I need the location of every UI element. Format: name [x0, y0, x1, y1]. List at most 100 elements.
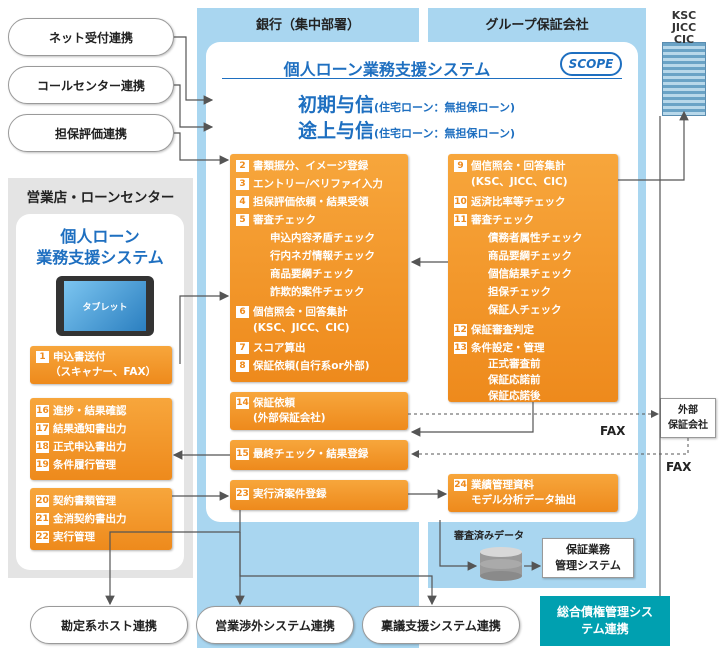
num-4: 4	[236, 196, 249, 208]
item-11-sub-5: 保証人チェック	[488, 304, 562, 316]
tablet-screen: タブレット	[64, 281, 146, 331]
tablet-device: タブレット	[56, 276, 154, 336]
item-9-text: 個信照会・回答集計	[471, 160, 566, 172]
hosho-line-1: 保証業務	[566, 543, 610, 556]
interim-credit-main: 途上与信	[298, 120, 375, 142]
title-rule	[222, 78, 622, 79]
item-11-sub-3: 個信結果チェック	[488, 268, 572, 280]
item-22-text: 実行管理	[53, 531, 95, 543]
group-header: グループ保証会社	[485, 18, 589, 33]
db-label: 審査済みデータ	[454, 531, 524, 542]
ksc-label-1: KSC	[671, 9, 697, 22]
item-11-sub-1: 債務者属性チェック	[488, 232, 583, 244]
num-13: 13	[454, 342, 467, 354]
item-5-text: 審査チェック	[253, 214, 316, 226]
num-22: 22	[36, 531, 49, 543]
item-14-cont: (外部保証会社)	[253, 412, 326, 424]
item-9-cont: (KSC、JICC、CIC)	[471, 176, 568, 188]
ksc-building: KSC JICC CIC	[654, 8, 714, 116]
item-24-text: 業績管理資料	[471, 479, 534, 491]
branch-system-title-2: 業務支援システム	[36, 248, 164, 267]
outside-guarantor-1: 外部	[678, 405, 698, 416]
item-2-text: 書類振分、イメージ登録	[253, 160, 369, 172]
num-16: 16	[36, 405, 49, 417]
box-9-13: 9 個信照会・回答集計 (KSC、JICC、CIC) 10 返済比率等チェック 11…	[448, 154, 618, 402]
item-10-text: 返済比率等チェック	[471, 196, 566, 208]
item-11-text: 審査チェック	[471, 214, 534, 226]
branch-system-title-1: 個人ローン	[60, 227, 140, 246]
ksc-label-3: CIC	[673, 33, 695, 46]
item-13-sub-3: 保証応諾後	[488, 390, 541, 402]
num-1: 1	[36, 351, 49, 363]
sogo-system-box: 総合債権管理システム連携	[540, 596, 670, 646]
num-3: 3	[236, 178, 249, 190]
initial-credit-sub: (住宅ローン：無担保ローン)	[374, 101, 515, 114]
ksc-label: KSC JICC CIC	[654, 10, 714, 46]
item-8-text: 保証依頼(自行系or外部)	[253, 360, 370, 372]
item-18-text: 正式申込書出力	[53, 441, 127, 453]
initial-credit-line: 初期与信(住宅ローン：無担保ローン)	[298, 90, 515, 117]
num-21: 21	[36, 513, 49, 525]
num-18: 18	[36, 441, 49, 453]
item-15-text: 最終チェック・結果登録	[253, 448, 369, 460]
interim-credit-sub: (住宅ローン：無担保ローン)	[374, 127, 515, 140]
item-1-text: 申込書送付	[53, 351, 106, 363]
database-icon-svg	[480, 547, 522, 581]
item-5-sub-2: 行内ネガ情報チェック	[270, 250, 375, 262]
num-9: 9	[454, 160, 467, 172]
call-center-link-pill: コールセンター連携	[8, 66, 174, 104]
item-5-sub-1: 申込内容矛盾チェック	[270, 232, 375, 244]
interim-credit-line: 途上与信(住宅ローン：無担保ローン)	[298, 116, 515, 143]
item-14-text: 保証依頼	[253, 397, 295, 409]
num-8: 8	[236, 360, 249, 372]
item-13-text: 条件設定・管理	[471, 342, 545, 354]
num-11: 11	[454, 214, 467, 226]
item-11-sub-4: 担保チェック	[488, 286, 551, 298]
item-3-text: エントリー/ベリファイ入力	[253, 178, 383, 190]
item-11-sub-2: 商品要綱チェック	[488, 250, 572, 262]
item-5-sub-4: 詐欺的案件チェック	[270, 286, 365, 298]
num-10: 10	[454, 196, 467, 208]
initial-credit-main: 初期与信	[298, 94, 375, 116]
sogo-system-label: 総合債権管理システム連携	[556, 605, 653, 636]
eigyo-system-pill: 営業渉外システム連携	[196, 606, 354, 644]
item-24-cont: モデル分析データ抽出	[471, 494, 576, 506]
item-7-text: スコア算出	[253, 342, 306, 354]
outside-guarantor-box: 外部 保証会社	[660, 398, 716, 438]
ksc-label-2: JICC	[671, 21, 697, 34]
arrow-to-db	[439, 520, 478, 571]
fax-label-1: FAX	[600, 424, 626, 438]
dashed-outside-to-15	[411, 438, 689, 458]
num-6: 6	[236, 306, 249, 318]
collateral-link-pill: 担保評価連携	[8, 114, 174, 152]
arrow-group-to-14	[410, 402, 534, 437]
box-15: 15 最終チェック・結果登録	[230, 440, 408, 470]
bank-header: 銀行（集中部署）	[255, 18, 360, 33]
arrow-call	[174, 84, 214, 132]
item-16-text: 進捗・結果確認	[53, 405, 127, 417]
num-19: 19	[36, 459, 49, 471]
fax-label-2: FAX	[666, 460, 692, 474]
database-icon	[478, 546, 524, 582]
num-15: 15	[236, 448, 249, 460]
branch-system-title: 個人ローン 業務支援システム	[16, 226, 184, 268]
scope-logo: SCOPE	[560, 52, 622, 76]
arrow-branch-to-bank	[179, 291, 230, 364]
item-13-sub-1: 正式審査前	[488, 358, 541, 370]
item-4-text: 担保評価依頼・結果受領	[253, 196, 369, 208]
net-link-pill: ネット受付連携	[8, 18, 174, 56]
arrow-net	[174, 36, 214, 105]
system-title: 個人ローン業務支援システム	[283, 60, 491, 79]
item-6-cont: (KSC、JICC、CIC)	[253, 322, 350, 334]
item-6-text: 個信照会・回答集計	[253, 306, 348, 318]
hosho-system-box: 保証業務 管理システム	[542, 538, 634, 578]
outside-guarantor-2: 保証会社	[668, 420, 708, 431]
num-23: 23	[236, 488, 249, 500]
kanjo-host-pill: 勘定系ホスト連携	[30, 606, 188, 644]
